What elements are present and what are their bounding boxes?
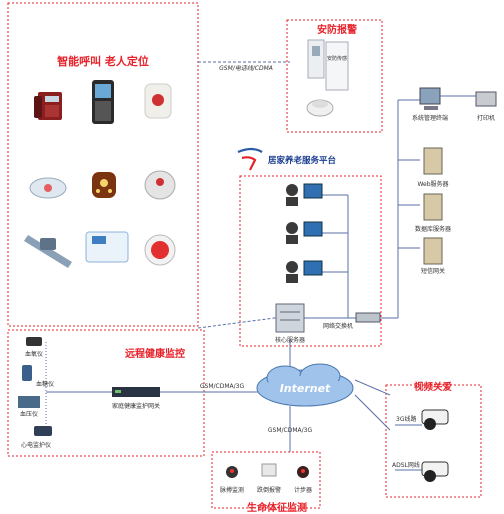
platform-logo: [237, 147, 263, 171]
bp-icon: [18, 396, 40, 408]
core-server-label: 核心服务器: [275, 336, 305, 344]
ecg-icon: [34, 426, 52, 436]
gsm-3g-bottom-label: GSM/CDMA/3G: [268, 427, 313, 434]
security-box: [286, 19, 383, 133]
smart-call-title: 智能呼叫 老人定位: [57, 54, 149, 68]
glucose-icon: [22, 365, 32, 381]
sensor-label: 安防传感: [327, 55, 347, 62]
mgmt-terminal-label: 系统管理终端: [412, 114, 448, 122]
db-server-icon: [423, 193, 443, 221]
connection-lines: [45, 61, 422, 471]
bp-label: 血压仪: [20, 410, 38, 418]
glucose-label: 血糖仪: [36, 380, 54, 388]
sms-gateway-icon: [423, 237, 443, 265]
link-adsl-label: ADSL网线: [392, 461, 420, 469]
gsm-cdma-label: GSM/电话线/CDMA: [219, 64, 273, 72]
landline-phone-device: [34, 92, 62, 120]
web-server-icon: [423, 147, 443, 175]
internet-label: Internet: [280, 382, 331, 395]
ecg-label: 心电监护仪: [21, 441, 51, 449]
oximeter-label: 血氧仪: [25, 350, 43, 358]
db-server-label: 数据库服务器: [415, 225, 451, 233]
fall-label: 跌倒报警: [257, 486, 281, 494]
emergency-button-device: [144, 234, 176, 266]
gsm-3g-left-label: GSM/CDMA/3G: [200, 383, 245, 390]
sms-gateway-label: 短信网关: [421, 267, 445, 275]
platform-title: 居家养老服务平台: [267, 155, 337, 166]
fall-alarm-icon: [261, 463, 277, 477]
remote-health-box: [7, 329, 205, 457]
internet-cloud: [256, 363, 354, 407]
gateway-label: 家庭健康监护网关: [112, 402, 160, 410]
video-title: 视频关爱: [414, 381, 453, 393]
camera-3g-icon: [421, 409, 449, 430]
base-unit-device: [85, 231, 129, 263]
wrist-watch-device: [24, 235, 72, 268]
pendant-device-2: [92, 172, 116, 198]
web-server-label: Web服务器: [417, 180, 448, 188]
workstation-1: [286, 183, 323, 206]
core-server-icon: [275, 303, 305, 333]
remote-health-title: 远程健康监控: [125, 347, 185, 360]
camera-adsl-icon: [421, 461, 449, 482]
pendant-device-1: [29, 177, 67, 199]
smoke-detector-device: [306, 99, 334, 117]
switch-label: 网络交换机: [323, 322, 353, 330]
smart-call-box: [7, 2, 199, 327]
gateway-icon: [112, 387, 160, 397]
sos-button-device: [144, 83, 172, 119]
door-sensor-device: 安防传感: [307, 39, 349, 91]
workstation-3: [286, 260, 323, 283]
mgmt-terminal-icon: [419, 87, 441, 110]
security-title: 安防报警: [317, 23, 357, 36]
pendant-device-3: [144, 170, 176, 200]
vitals-box: [211, 451, 321, 509]
vitals-title: 生命体征监测: [247, 501, 307, 514]
video-box: [385, 384, 482, 498]
switch-icon: [355, 312, 381, 323]
printer-label: 打印机: [477, 114, 495, 122]
pulse-icon: [226, 466, 238, 478]
link-3g-label: 3G线路: [396, 415, 416, 423]
pedometer-icon: [297, 466, 309, 478]
pedometer-label: 计步器: [294, 486, 312, 494]
mobile-phone-device: [92, 80, 114, 124]
printer-icon: [475, 91, 497, 107]
pulse-label: 脉搏监测: [220, 486, 244, 494]
workstation-2: [286, 221, 323, 244]
oximeter-icon: [26, 337, 42, 346]
platform-box: [239, 175, 382, 347]
